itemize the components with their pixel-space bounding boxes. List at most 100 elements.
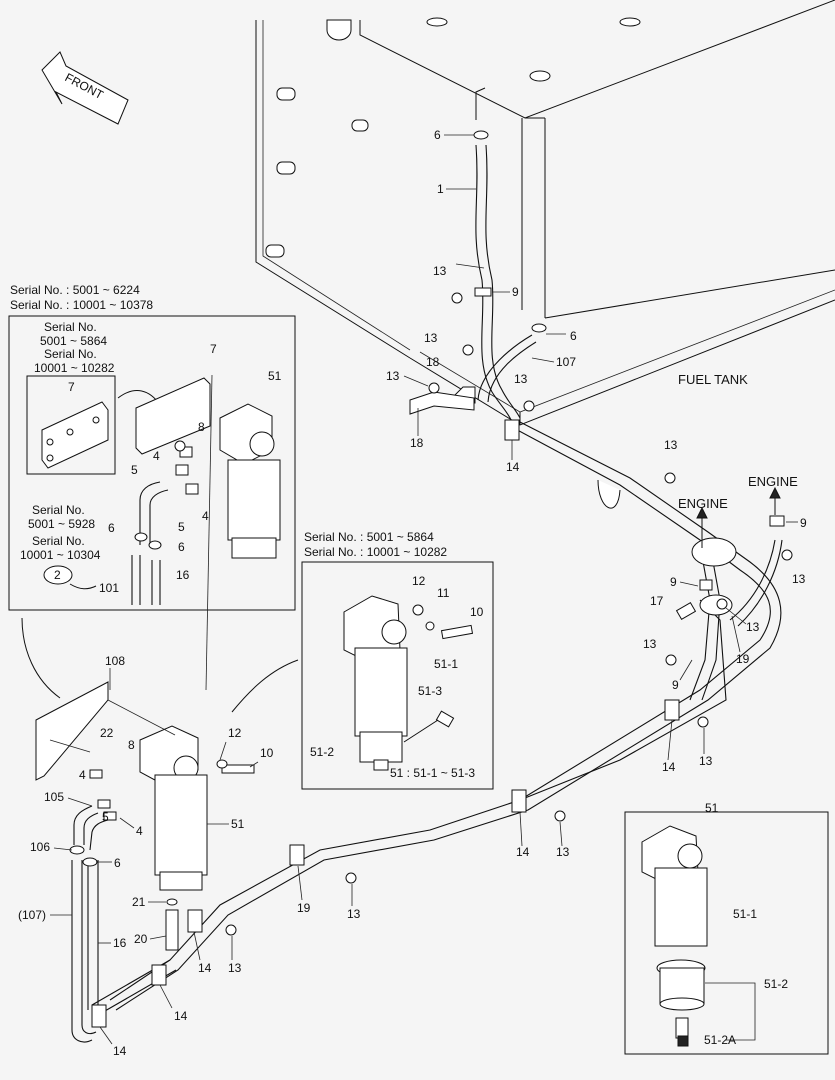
callout-13: 13 [514,372,528,386]
callout-9: 9 [800,516,807,530]
engine-direction-arrows: ENGINE ENGINE [678,474,798,548]
pointer-arrow [231,659,299,713]
clamps [69,130,785,1028]
callout-14: 14 [198,961,212,975]
main-callouts: 6 1 13 9 13 6 107 18 13 13 18 14 13 9 13… [18,128,807,1058]
callout-14: 14 [506,460,520,474]
callout-13: 13 [386,369,400,383]
callout-13: 13 [424,331,438,345]
callout-107: 107 [556,355,576,369]
callout-20: 20 [134,932,148,946]
center-variant-panel: Serial No. : 5001 ~ 5864 Serial No. : 10… [301,530,494,790]
center-serial-2: Serial No. : 10001 ~ 10282 [304,545,447,559]
callout-14: 14 [516,845,530,859]
callout-51-1: 51-1 [733,907,757,921]
callout-5: 5 [102,810,109,824]
engine-label: ENGINE [678,496,728,511]
callout-4: 4 [153,449,160,463]
callout-18: 18 [410,436,424,450]
callout-13: 13 [433,264,447,278]
callout-13: 13 [664,438,678,452]
callout-9: 9 [670,575,677,589]
callout-6: 6 [114,856,121,870]
right-filter-panel: 51 51-1 51-2 51-2A [624,801,829,1055]
leader-lines [49,374,213,753]
callout-9: 9 [672,678,679,692]
lower-serial-1: Serial No. [32,503,85,517]
callout-51: 51 [268,369,282,383]
callout-107: (107) [18,908,46,922]
callout-11: 11 [437,586,450,600]
callout-51-3: 51-3 [418,684,442,698]
callout-14: 14 [174,1009,188,1023]
callout-14: 14 [113,1044,127,1058]
circle-ref-label: 2 [54,568,61,582]
callout-105: 105 [44,790,64,804]
callout-12: 12 [228,726,242,740]
callout-4: 4 [79,768,86,782]
callout-6: 6 [178,540,185,554]
callout-13: 13 [556,845,570,859]
callout-21: 21 [132,895,146,909]
callout-108: 108 [105,654,125,668]
callout-12: 12 [412,574,426,588]
callout-51-2: 51-2 [764,977,788,991]
callout-8: 8 [198,420,205,434]
callout-18: 18 [426,355,440,369]
callout-9: 9 [512,285,519,299]
inset-serial-2: 5001 ~ 5864 [40,334,107,348]
inset-serial-1: Serial No. [44,320,97,334]
inset-serial-4: 10001 ~ 10282 [34,361,115,375]
callout-16: 16 [176,568,190,582]
callout-51-2: 51-2 [310,745,334,759]
callout-19: 19 [297,901,311,915]
callout-6: 6 [570,329,577,343]
left-serial-line-1: Serial No. : 5001 ~ 6224 [10,283,140,297]
front-direction-arrow: FRONT [41,51,129,125]
circle-ref-2 [43,565,73,585]
callout-17: 17 [650,594,664,608]
center-serial-1: Serial No. : 5001 ~ 5864 [304,530,434,544]
callout-6: 6 [434,128,441,142]
left-serial-line-2: Serial No. : 10001 ~ 10378 [10,298,153,312]
callout-13: 13 [643,637,657,651]
callout-19: 19 [736,652,750,666]
callout-5: 5 [178,520,185,534]
left-variant-panel: Serial No. : 5001 ~ 6224 Serial No. : 10… [8,283,296,611]
pointer-arrow [21,617,61,699]
callout-7: 7 [210,342,217,356]
callout-51: 51 [231,817,245,831]
fuel-hoses [71,144,783,1043]
center-panel-note: 51 : 51-1 ~ 51-3 [390,766,475,780]
callout-13: 13 [699,754,713,768]
callout-4: 4 [136,824,143,838]
callout-14: 14 [662,760,676,774]
callout-51-2a: 51-2A [704,1033,736,1047]
callout-13: 13 [228,961,242,975]
callout-8: 8 [128,738,135,752]
callout-6: 6 [108,521,115,535]
fuel-tank-label: FUEL TANK [678,372,748,387]
callout-5: 5 [131,463,138,477]
bolts [225,292,793,936]
callout-10: 10 [260,746,274,760]
callout-13: 13 [746,620,760,634]
callout-7: 7 [68,380,75,394]
fuel-tank: FUEL TANK [255,0,835,426]
callout-106: 106 [30,840,50,854]
callout-13: 13 [347,907,361,921]
callout-51-1: 51-1 [434,657,458,671]
lower-serial-3: Serial No. [32,534,85,548]
callout-1: 1 [437,182,444,196]
callout-4: 4 [202,509,209,523]
callout-16: 16 [113,936,127,950]
tank-mount-nubs [265,87,369,258]
engine-label: ENGINE [748,474,798,489]
inset-serial-3: Serial No. [44,347,97,361]
callout-101: 101 [99,581,119,595]
lower-serial-4: 10001 ~ 10304 [20,548,101,562]
callout-10: 10 [470,605,484,619]
callout-22: 22 [100,726,114,740]
lower-serial-2: 5001 ~ 5928 [28,517,95,531]
